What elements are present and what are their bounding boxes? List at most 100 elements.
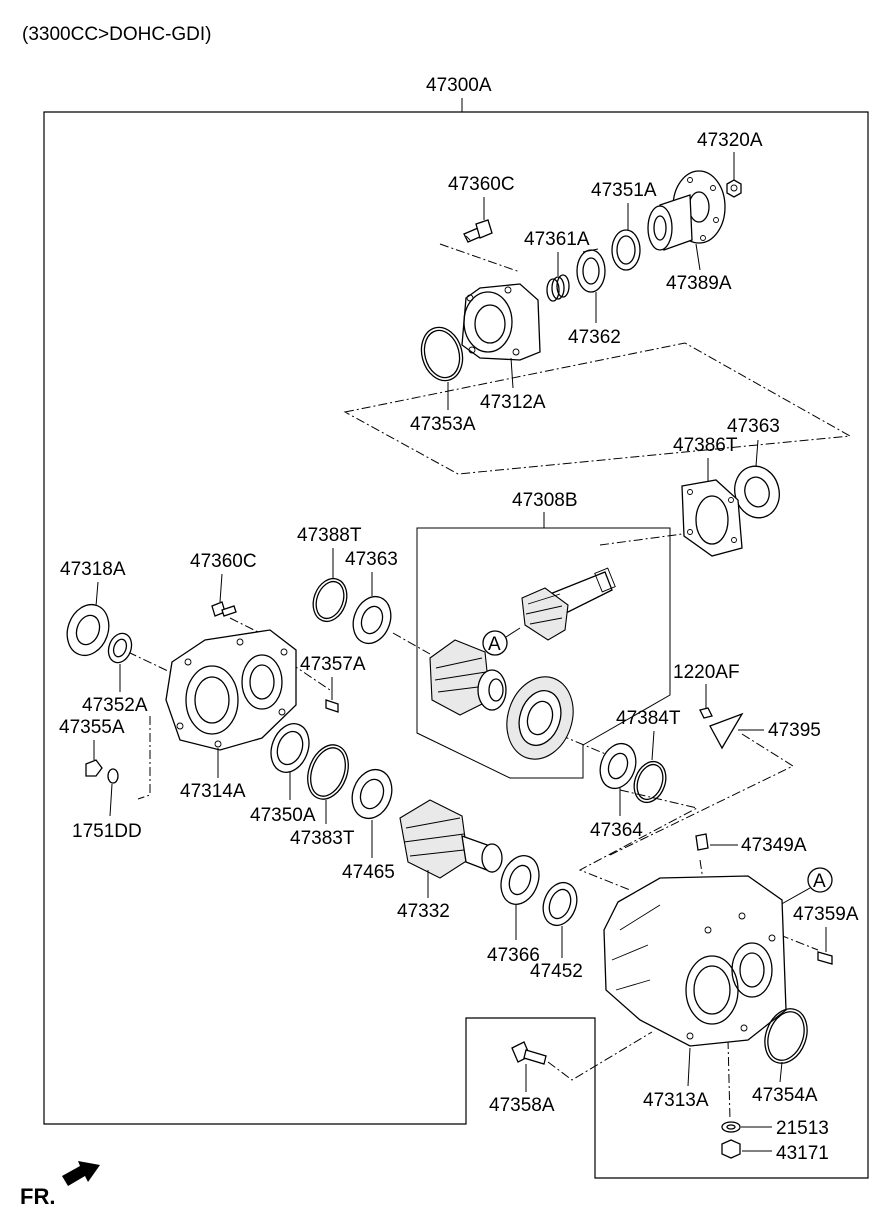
label-21513[interactable]: 21513	[776, 1118, 829, 1139]
bracket-47395-icon[interactable]	[709, 712, 744, 750]
bearing-47465-icon[interactable]	[346, 764, 399, 824]
label-47355a[interactable]: 47355A	[59, 717, 125, 738]
bearing-47363-middle-icon[interactable]	[347, 591, 397, 648]
dashed-line-breather	[699, 859, 704, 881]
label-43171[interactable]: 43171	[776, 1143, 829, 1164]
dashed-group-outline-upper	[343, 342, 852, 475]
spacer-47361a-icon[interactable]	[546, 274, 570, 302]
label-47362[interactable]: 47362	[568, 327, 621, 348]
label-47384t[interactable]: 47384T	[616, 708, 681, 729]
dashed-line-bearing-mid	[392, 632, 431, 655]
label-47395[interactable]: 47395	[768, 720, 821, 741]
label-47360c-middle[interactable]: 47360C	[190, 551, 257, 572]
callout-a-case: A	[777, 867, 833, 907]
label-47388t[interactable]: 47388T	[297, 525, 362, 546]
dashed-line-bolt-lower	[547, 1031, 653, 1081]
label-47359a[interactable]: 47359A	[793, 904, 859, 925]
shim-47383t-icon[interactable]	[301, 739, 356, 805]
bolt-47358a-icon[interactable]	[511, 1041, 547, 1065]
gasket-47386t-icon[interactable]	[681, 479, 743, 557]
bearing-47366-icon[interactable]	[495, 850, 546, 909]
label-47383t[interactable]: 47383T	[290, 828, 355, 849]
washer-21513-icon[interactable]	[721, 1121, 741, 1133]
ring-gear-icon[interactable]	[497, 668, 584, 768]
pinion-subassembly-box	[416, 527, 671, 779]
assembly-frame	[43, 111, 869, 1179]
label-47332[interactable]: 47332	[397, 901, 450, 922]
label-47366[interactable]: 47366	[487, 945, 540, 966]
dashed-line-drain	[727, 1039, 731, 1121]
label-47351a[interactable]: 47351A	[591, 180, 657, 201]
label-47363-upper[interactable]: 47363	[727, 416, 780, 437]
label-47352a[interactable]: 47352A	[82, 695, 148, 716]
label-47358a[interactable]: 47358A	[489, 1095, 555, 1116]
dashed-line-plug	[137, 716, 151, 800]
shim-47384t-icon[interactable]	[629, 757, 672, 807]
dashed-line-pin-right	[779, 934, 819, 951]
shim-47388t-icon[interactable]	[307, 574, 352, 626]
washer-1751dd-icon[interactable]	[107, 768, 119, 784]
bolt-47360c-upper-icon[interactable]	[463, 219, 493, 243]
side-gear-icon[interactable]	[429, 639, 507, 716]
dashed-line-lower-case	[578, 789, 699, 891]
label-47354a[interactable]: 47354A	[752, 1085, 818, 1106]
dashed-line-bolt-upper	[439, 243, 521, 273]
drain-plug-43171-icon[interactable]	[721, 1139, 741, 1159]
callout-a-gear: A	[482, 627, 521, 656]
o-ring-47354a-icon[interactable]	[758, 1003, 815, 1069]
oil-seal-47318a-icon[interactable]	[60, 599, 115, 662]
label-47349a[interactable]: 47349A	[741, 835, 807, 856]
bearing-47362-icon[interactable]	[576, 248, 606, 293]
dashed-line-oil-seal	[127, 651, 171, 673]
dowel-pin-47357a-icon[interactable]	[325, 699, 339, 713]
label-47357a[interactable]: 47357A	[300, 654, 366, 675]
label-47320a[interactable]: 47320A	[697, 130, 763, 151]
label-47314a[interactable]: 47314A	[180, 781, 246, 802]
label-47318a[interactable]: 47318A	[60, 559, 126, 580]
plug-47355a-icon[interactable]	[85, 759, 103, 777]
transfer-cover-47314a-icon[interactable]	[165, 629, 297, 751]
extension-housing-47312a-icon[interactable]	[461, 283, 541, 361]
svg-text:A: A	[488, 634, 501, 655]
oil-seal-47351a-icon[interactable]	[611, 229, 641, 271]
transfer-case-47313a-icon[interactable]	[603, 875, 787, 1047]
label-47313a[interactable]: 47313A	[643, 1090, 709, 1111]
assembly-label[interactable]: 47300A	[426, 75, 492, 96]
front-arrow-icon	[62, 1161, 100, 1186]
label-47360c-upper[interactable]: 47360C	[448, 174, 515, 195]
drive-gear-47332-icon[interactable]	[399, 799, 503, 879]
oil-seal-47352a-icon[interactable]	[105, 630, 136, 666]
drive-pinion-gear-icon[interactable]	[521, 567, 616, 641]
label-47389a[interactable]: 47389A	[666, 273, 732, 294]
oil-seal-47452-icon[interactable]	[537, 878, 582, 930]
companion-flange-47389a-icon[interactable]	[647, 170, 726, 251]
label-47363-middle[interactable]: 47363	[345, 549, 398, 570]
label-47350a[interactable]: 47350A	[250, 805, 316, 826]
label-47465[interactable]: 47465	[342, 862, 395, 883]
label-47452[interactable]: 47452	[530, 961, 583, 982]
o-ring-47353a-icon[interactable]	[416, 323, 469, 386]
svg-text:A: A	[813, 871, 826, 892]
dowel-pin-47359a-icon[interactable]	[817, 951, 833, 965]
label-47308b[interactable]: 47308B	[512, 490, 578, 511]
label-47364[interactable]: 47364	[590, 820, 643, 841]
engine-note: (3300CC>DOHC-GDI)	[22, 24, 212, 45]
bolt-1220af-icon[interactable]	[699, 707, 713, 719]
dashed-line-bolt-mid	[229, 617, 259, 633]
breather-47349a-icon[interactable]	[695, 833, 709, 851]
label-47361a[interactable]: 47361A	[524, 229, 590, 250]
dashed-line-bearing-364	[559, 734, 609, 756]
label-47312a[interactable]: 47312A	[480, 392, 546, 413]
label-47386t[interactable]: 47386T	[673, 435, 738, 456]
label-1751dd[interactable]: 1751DD	[72, 821, 142, 842]
oil-seal-47350a-icon[interactable]	[265, 718, 316, 777]
dashed-line-bracket	[609, 733, 795, 856]
bearing-47363-upper-icon[interactable]	[729, 461, 785, 523]
nut-47320a-icon[interactable]	[726, 179, 742, 198]
bolt-47360c-middle-icon[interactable]	[211, 601, 237, 617]
dashed-line-pin	[289, 662, 331, 691]
bearing-47364-icon[interactable]	[594, 739, 642, 794]
label-1220af[interactable]: 1220AF	[673, 662, 740, 683]
label-47353a[interactable]: 47353A	[410, 414, 476, 435]
